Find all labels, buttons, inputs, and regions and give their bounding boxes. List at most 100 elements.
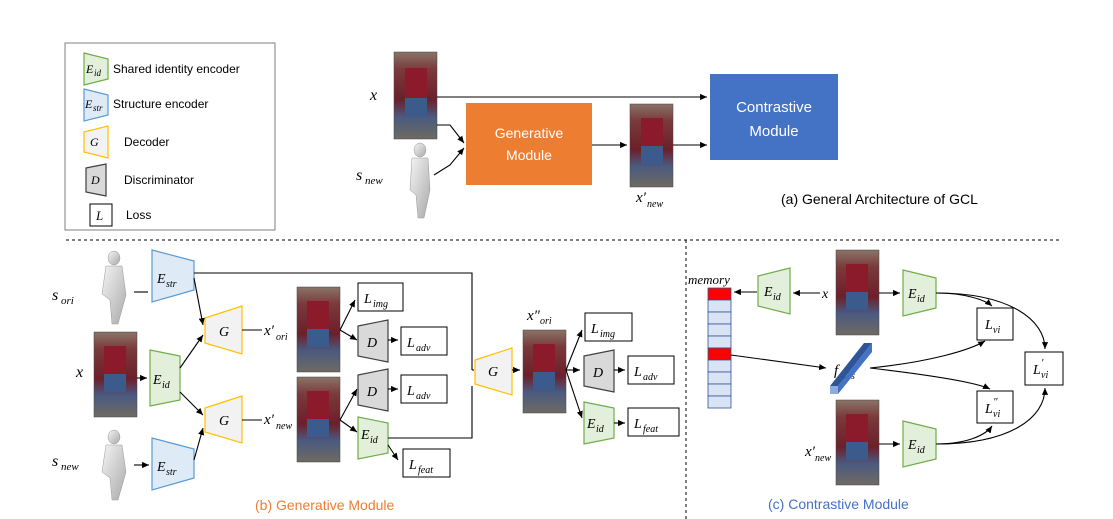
gen-estr-ori-sub: str	[166, 279, 177, 290]
legend: E id Shared identity encoder E str Struc…	[64, 42, 276, 231]
top-out-sub: new	[647, 199, 663, 210]
con-identity-encoder-memory: E id	[757, 267, 791, 315]
gen-eid3-E: E	[586, 417, 596, 432]
gen-arrow-xori-limg	[339, 299, 356, 331]
con-person-x	[835, 249, 880, 336]
top-x-label: x	[369, 87, 377, 104]
gen-person-x	[93, 331, 138, 418]
con-memory-bank	[707, 287, 732, 409]
con-identity-encoder-xnew: E id	[902, 420, 937, 468]
generative-module-line1: Generative	[495, 125, 564, 141]
gen-loss-feat-1: L feat	[402, 448, 451, 478]
gen-estr-new-sub: str	[166, 467, 177, 478]
gen-x-label: x	[75, 364, 83, 381]
con-lvi3-sub: vi	[1041, 370, 1048, 381]
legend-text-2: Structure encoder	[113, 97, 208, 111]
con-arrow-memory-fpos	[730, 354, 827, 371]
gen-arrow-xnew-eid	[339, 419, 358, 433]
legend-item-identity-encoder: E id Shared identity encoder	[83, 52, 240, 86]
gen-limg-sub: img	[373, 299, 388, 310]
gen-skeleton-new	[101, 429, 127, 501]
identity-encoder-symbol	[83, 52, 109, 86]
con-eid-xnew-E: E	[907, 438, 917, 453]
legend-sub-2: str	[93, 103, 103, 113]
gen-loss-feat-2: L feat	[627, 407, 680, 437]
gen-person-x-ori	[296, 286, 341, 373]
legend-text-5: Loss	[126, 208, 151, 222]
con-loss-vi-double-prime: L vi ″	[976, 390, 1014, 424]
legend-item-discriminator: D Discriminator	[85, 163, 194, 197]
gen-person-x-new	[296, 376, 341, 463]
top-arrow-s-to-generative	[433, 147, 465, 176]
top-generated-person-image	[629, 103, 674, 188]
loss-symbol	[89, 203, 113, 227]
legend-item-loss: L Loss	[89, 203, 151, 227]
con-identity-encoder-x: E id	[902, 269, 937, 317]
gen-eid-E: E	[152, 373, 162, 388]
gen-g-2: G	[488, 365, 498, 380]
gen-d-2: D	[592, 366, 603, 381]
gen-eid-sub: id	[162, 380, 171, 391]
con-eid-x-E: E	[907, 287, 917, 302]
con-f-label: f	[834, 363, 840, 379]
con-person-x-new	[835, 399, 880, 486]
con-arrow-eidx-lviprime	[935, 292, 1049, 350]
con-lvi2-sub: vi	[993, 409, 1000, 420]
gen-loss-img: L img	[357, 282, 404, 312]
gen-x-ori2-label: x″	[526, 308, 541, 324]
legend-text-4: Discriminator	[124, 173, 194, 187]
con-arrow-fpos-lvi	[869, 340, 986, 369]
caption-a: (a) General Architecture of GCL	[781, 191, 978, 207]
con-loss-vi-prime: L vi ′	[1024, 351, 1064, 386]
con-loss-vi: L vi	[976, 307, 1014, 341]
con-x-new-sub: new	[815, 453, 831, 464]
con-eid-x-sub: id	[917, 294, 926, 305]
con-memory-label: memory	[688, 272, 730, 287]
gen-arrow-estr-long	[194, 272, 473, 370]
legend-symbol-1: E	[85, 62, 94, 76]
gen-decoder-new: G	[204, 395, 243, 444]
gen-arrow-eid2-lfeat	[387, 444, 399, 461]
gen-ladv2-sub: adv	[416, 391, 431, 402]
gen-lfeat1-sub: feat	[418, 465, 433, 476]
gen-g-ori: G	[219, 325, 229, 340]
con-eid-mem-sub: id	[773, 292, 782, 303]
gen-x-new-sub: new	[276, 421, 292, 432]
gen-loss-adv-3: L adv	[627, 355, 675, 385]
gen-structure-encoder-new: E str	[151, 437, 195, 491]
gen-loss-img-2: L img	[584, 312, 633, 342]
panel-contrastive-module: memory E id x E i	[688, 249, 1064, 512]
generative-module-box	[466, 103, 592, 185]
contrastive-module-box	[710, 74, 838, 160]
gen-limg2-L: L	[590, 322, 599, 337]
gen-s-new-label: s	[52, 453, 58, 470]
gen-s-new-sub: new	[61, 461, 79, 473]
gen-arrow-xnew-d	[339, 388, 358, 421]
top-s-sub: new	[365, 175, 383, 187]
top-skeleton-image	[409, 142, 431, 219]
gen-x-ori-label: x′	[263, 323, 275, 339]
gen-x-ori2-sub: ori	[540, 316, 552, 327]
gen-ladv2-L: L	[406, 384, 415, 399]
gen-lfeat1-L: L	[408, 458, 417, 473]
con-lvi2-prime: ″	[993, 396, 998, 408]
gen-arrow-eid-g-new	[179, 391, 204, 416]
con-x-new-label: x′	[804, 444, 816, 460]
contrastive-module-line2: Module	[749, 123, 798, 140]
gen-skeleton-ori	[101, 250, 127, 325]
gen-ladv3-sub: adv	[643, 372, 658, 383]
gen-lfeat2-L: L	[633, 417, 642, 432]
legend-symbol-5: L	[95, 208, 103, 223]
gen-arrow-estr-g-ori	[193, 277, 205, 326]
gen-discriminator-new: D	[357, 368, 389, 412]
discriminator-symbol	[85, 163, 107, 197]
gen-ladv3-L: L	[633, 365, 642, 380]
legend-sub-1: id	[94, 68, 102, 78]
contrastive-module-line1: Contrastive	[736, 99, 812, 116]
gen-decoder-2: G	[474, 347, 513, 396]
decoder-symbol	[83, 125, 109, 159]
generative-module-line2: Module	[506, 147, 552, 163]
gen-s-ori-label: s	[52, 287, 58, 304]
gen-d-ori: D	[366, 336, 377, 351]
